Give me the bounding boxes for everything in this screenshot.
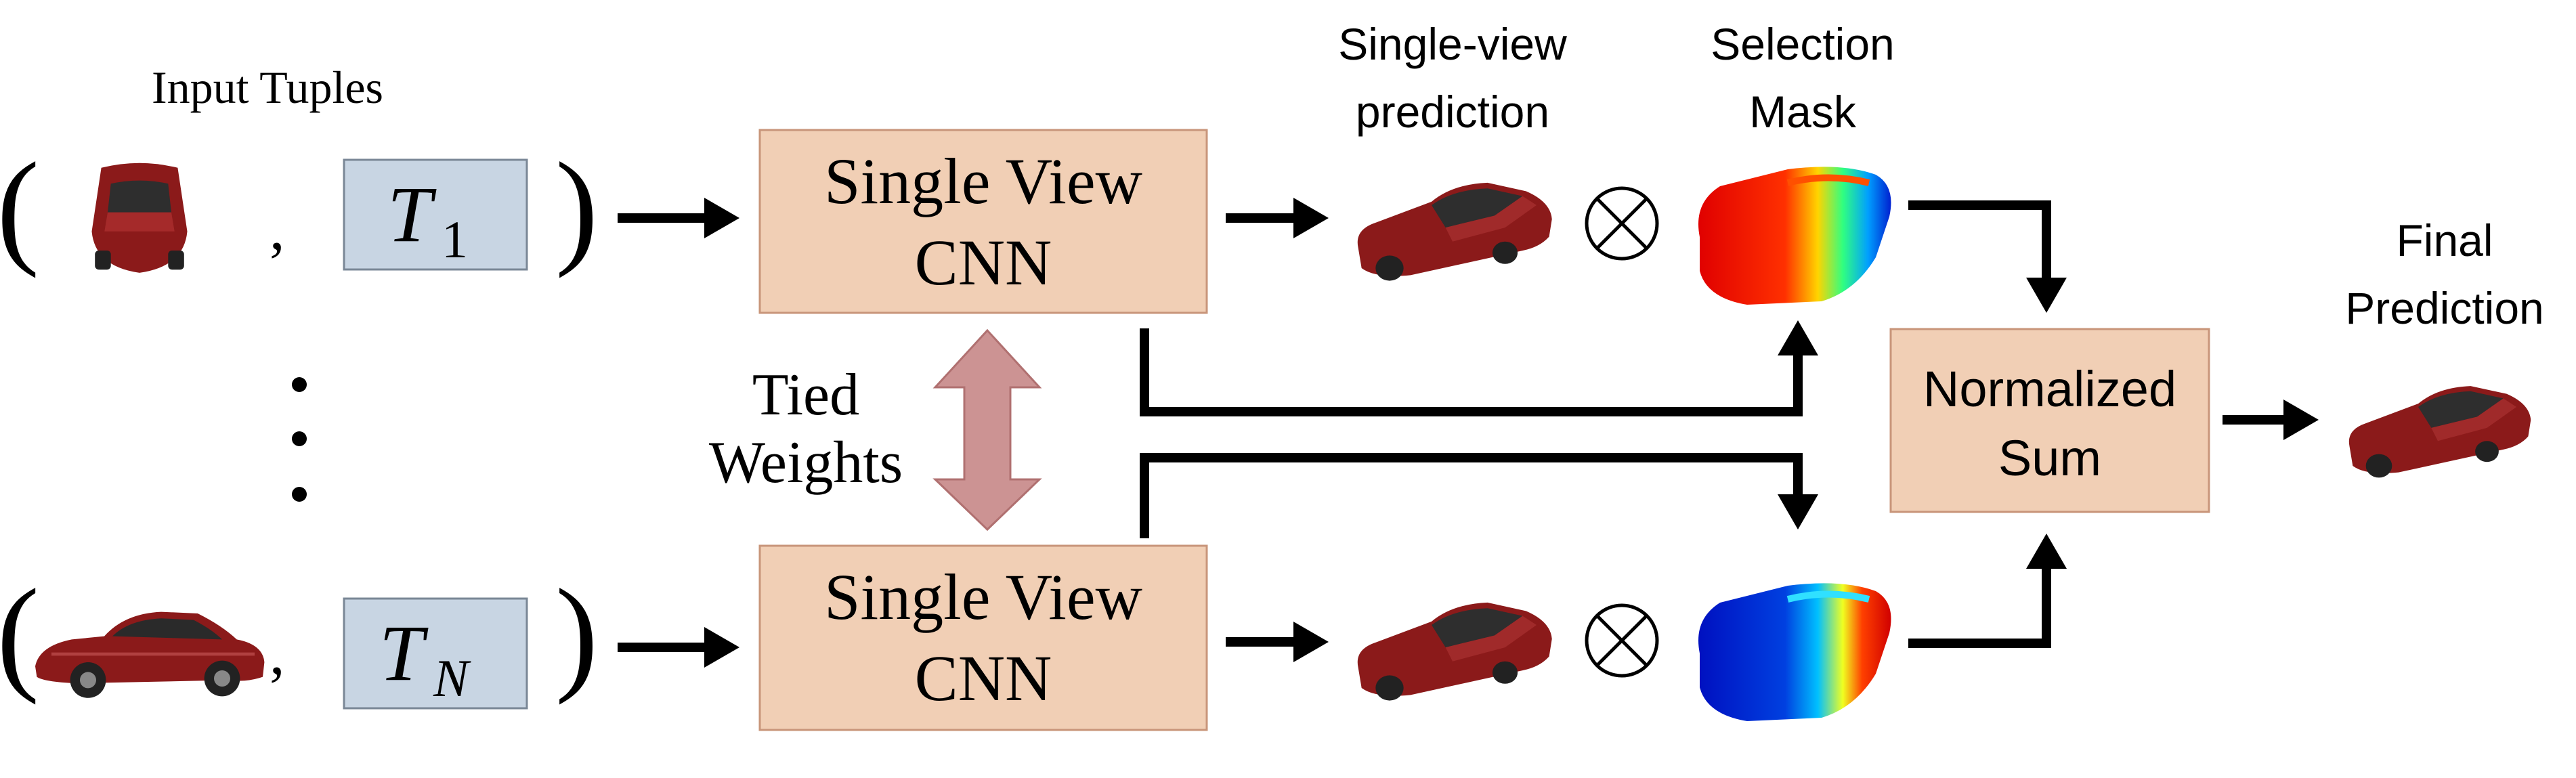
- final-prediction-line1: Final: [2396, 215, 2493, 265]
- selection-mask-line2: Mask: [1749, 87, 1857, 137]
- selection-mask-line1: Selection: [1711, 19, 1895, 69]
- t1-box: [343, 158, 528, 271]
- arrow-sum-to-final: [2223, 399, 2319, 440]
- tied-label: Tied: [752, 362, 859, 428]
- t1-subscript: 1: [442, 210, 468, 269]
- top-mask-to-sum-arrow: [1908, 200, 2067, 313]
- arrow-bottom-cnn-to-prediction: [1226, 622, 1329, 662]
- input-tuples-label: Input Tuples: [152, 62, 383, 113]
- top-close-paren: ): [555, 137, 598, 279]
- bottom-mask-to-sum-arrow: [1908, 534, 2067, 648]
- final-prediction-car-image: [2348, 386, 2531, 478]
- top-cnn-box: [758, 129, 1208, 314]
- bottom-input-car-image: [35, 612, 264, 698]
- bottom-selection-mask-image: [1698, 583, 1891, 721]
- normalized-sum-line1: Normalized: [1923, 361, 2176, 417]
- arrow-top-cnn-to-prediction: [1226, 198, 1329, 238]
- arrow-top-to-cnn: [618, 198, 739, 238]
- tn-base: T: [379, 609, 429, 697]
- arrow-bottom-to-cnn: [618, 627, 739, 668]
- ellipsis-dot-2: [292, 431, 307, 446]
- bottom-cnn-line1: Single View: [824, 561, 1142, 633]
- bottom-close-paren: ): [555, 563, 598, 706]
- ellipsis-dot-1: [292, 377, 307, 392]
- bottom-cnn-line2: CNN: [915, 642, 1052, 714]
- top-prediction-car-image: [1357, 182, 1552, 281]
- top-cnn-line2: CNN: [915, 226, 1052, 299]
- normalized-sum-line2: Sum: [1998, 430, 2101, 486]
- top-input-car-image: [91, 163, 188, 273]
- bottom-multiply-symbol: [1585, 603, 1659, 678]
- top-comma: ,: [270, 196, 285, 263]
- top-selection-mask-image: [1698, 167, 1891, 305]
- ellipsis-dot-3: [292, 487, 307, 502]
- single-view-prediction-line2: prediction: [1356, 87, 1549, 137]
- single-view-prediction-line1: Single-view: [1338, 19, 1567, 69]
- top-cnn-line1: Single View: [824, 145, 1142, 217]
- weights-label: Weights: [709, 430, 903, 496]
- top-multiply-symbol: [1585, 186, 1659, 261]
- bottom-cnn-box: [758, 544, 1208, 731]
- bottom-comma: ,: [270, 620, 285, 687]
- top-cnn-feature-connector: [1140, 320, 1818, 416]
- top-open-paren: (: [0, 137, 39, 279]
- final-prediction-line2: Prediction: [2345, 283, 2544, 333]
- tn-subscript: N: [433, 649, 471, 708]
- bottom-open-paren: (: [0, 563, 39, 706]
- bottom-prediction-car-image: [1357, 602, 1552, 701]
- normalized-sum-box: [1889, 328, 2210, 513]
- bottom-cnn-feature-connector: [1140, 453, 1818, 538]
- t1-base: T: [387, 170, 437, 259]
- tn-box: [343, 597, 528, 710]
- tied-weights-arrow: [932, 328, 1042, 532]
